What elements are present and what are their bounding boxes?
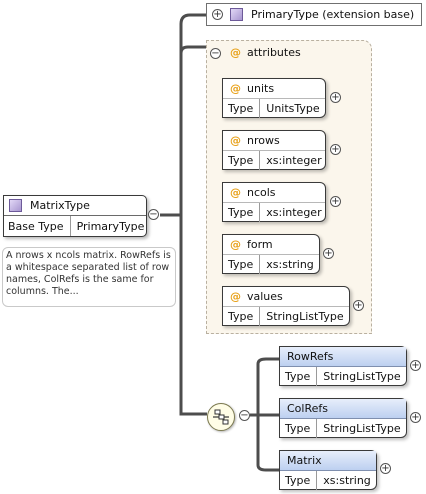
- attribute-ncols[interactable]: @ ncols Type xs:integer: [222, 182, 326, 222]
- attribute-icon: @: [230, 186, 241, 199]
- sequence-compositor[interactable]: [207, 403, 235, 431]
- element-type-label: Type: [280, 471, 318, 490]
- expand-toggle[interactable]: +: [410, 360, 421, 371]
- attribute-icon: @: [230, 238, 241, 251]
- extension-base-label: PrimaryType (extension base): [251, 8, 415, 21]
- expand-toggle[interactable]: +: [353, 300, 364, 311]
- attribute-type-label: Type: [223, 151, 261, 170]
- complex-type-icon: [9, 199, 22, 212]
- attributes-group-title: @ attributes: [230, 46, 301, 59]
- attribute-type-value: xs:string: [266, 258, 314, 271]
- expand-toggle[interactable]: +: [330, 144, 341, 155]
- element-name: RowRefs: [287, 350, 334, 363]
- root-type-header: MatrixType: [4, 196, 146, 216]
- attribute-type-label: Type: [223, 255, 261, 274]
- attribute-type-value: UnitsType: [266, 102, 320, 115]
- element-type-value: StringListType: [323, 422, 401, 435]
- attributes-title: attributes: [247, 46, 301, 59]
- expand-toggle[interactable]: +: [330, 92, 341, 103]
- base-type-label: Base Type: [4, 216, 71, 236]
- complex-type-icon: [230, 8, 243, 21]
- attribute-type-value: StringListType: [266, 310, 344, 323]
- element-type-label: Type: [280, 419, 318, 438]
- attribute-name: nrows: [247, 134, 280, 147]
- attribute-icon: @: [230, 134, 241, 147]
- attribute-nrows[interactable]: @ nrows Type xs:integer: [222, 130, 326, 170]
- element-colrefs[interactable]: ColRefs Type StringListType: [279, 398, 407, 438]
- attribute-icon: @: [230, 46, 241, 59]
- attribute-icon: @: [230, 82, 241, 95]
- attribute-units[interactable]: @ units Type UnitsType: [222, 78, 326, 118]
- root-type-name: MatrixType: [30, 199, 90, 212]
- sequence-icon: [213, 409, 229, 425]
- documentation-note: A nrows x ncols matrix. RowRefs is a whi…: [2, 247, 176, 307]
- attribute-type-label: Type: [223, 99, 261, 118]
- expand-toggle[interactable]: +: [380, 463, 391, 474]
- attribute-name: values: [247, 290, 283, 303]
- attribute-type-label: Type: [223, 203, 261, 222]
- attribute-name: ncols: [247, 186, 276, 199]
- root-type-box[interactable]: MatrixType Base Type PrimaryType: [3, 195, 147, 237]
- attribute-type-value: xs:integer: [266, 206, 322, 219]
- expand-toggle[interactable]: +: [410, 412, 421, 423]
- element-type-value: xs:string: [323, 474, 371, 487]
- attribute-name: units: [247, 82, 275, 95]
- expand-toggle[interactable]: +: [323, 248, 334, 259]
- element-type-value: StringListType: [323, 370, 401, 383]
- sequence-collapse-toggle[interactable]: −: [239, 410, 250, 421]
- root-collapse-toggle[interactable]: −: [148, 209, 159, 220]
- extension-base-box[interactable]: + PrimaryType (extension base): [206, 3, 422, 26]
- element-rowrefs[interactable]: RowRefs Type StringListType: [279, 346, 407, 386]
- attribute-type-label: Type: [223, 307, 261, 326]
- element-name: ColRefs: [287, 402, 328, 415]
- element-name: Matrix: [287, 454, 322, 467]
- base-expand-toggle[interactable]: +: [212, 9, 223, 20]
- expand-toggle[interactable]: +: [330, 196, 341, 207]
- attribute-icon: @: [230, 290, 241, 303]
- element-type-label: Type: [280, 367, 318, 386]
- element-matrix[interactable]: Matrix Type xs:string: [279, 450, 377, 490]
- base-type-value: PrimaryType: [76, 219, 145, 233]
- root-base-type-row: Base Type PrimaryType: [4, 216, 146, 236]
- attributes-collapse-toggle[interactable]: −: [210, 48, 221, 59]
- attribute-name: form: [247, 238, 273, 251]
- attribute-values[interactable]: @ values Type StringListType: [222, 286, 350, 326]
- attribute-form[interactable]: @ form Type xs:string: [222, 234, 320, 274]
- attribute-type-value: xs:integer: [266, 154, 322, 167]
